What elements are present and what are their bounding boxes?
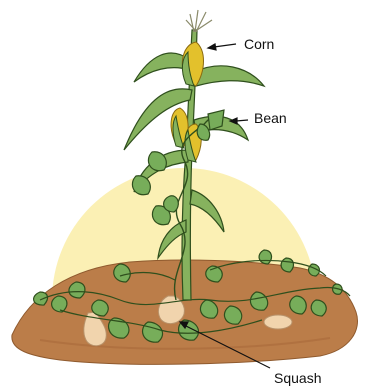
label-squash: Squash [274, 370, 321, 386]
label-corn: Corn [244, 36, 274, 52]
label-bean: Bean [254, 110, 287, 126]
squash-fruit [158, 296, 184, 324]
arrow-corn [208, 44, 236, 50]
corn-tassel [186, 10, 212, 32]
squash-fruit [264, 315, 292, 329]
